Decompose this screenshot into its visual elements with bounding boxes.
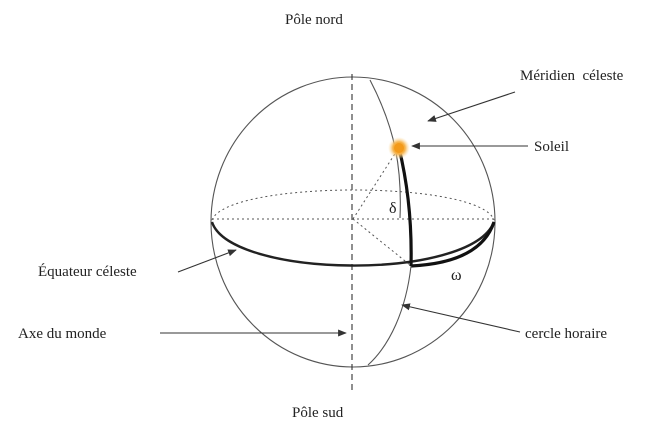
celestial-equator-front — [210, 221, 496, 267]
equator-back-half — [211, 189, 495, 221]
hour-circle-label: cercle horaire — [525, 326, 607, 342]
hour-angle-symbol: ω — [451, 267, 462, 284]
north-pole-label: Pôle nord — [285, 12, 343, 28]
hour-circle-arrow — [401, 303, 521, 333]
equator-arrow — [177, 249, 237, 273]
radius-to-equator — [352, 218, 411, 266]
celestial-meridian-label: Méridien céleste — [520, 68, 624, 84]
sun-label: Soleil — [534, 139, 569, 155]
radius-to-sun — [352, 148, 399, 220]
hour-circle-thick — [397, 147, 413, 267]
hour-angle-arc — [410, 221, 496, 268]
meridian-arrow — [427, 91, 516, 122]
celestial-sphere-outline — [210, 76, 496, 368]
hour-circle-lower — [367, 265, 412, 366]
world-axis-label: Axe du monde — [18, 326, 107, 342]
south-pole-label: Pôle sud — [292, 405, 344, 421]
sun-icon — [394, 143, 404, 153]
declination-symbol: δ — [389, 200, 397, 217]
celestial-equator-label: Équateur céleste — [38, 263, 137, 280]
